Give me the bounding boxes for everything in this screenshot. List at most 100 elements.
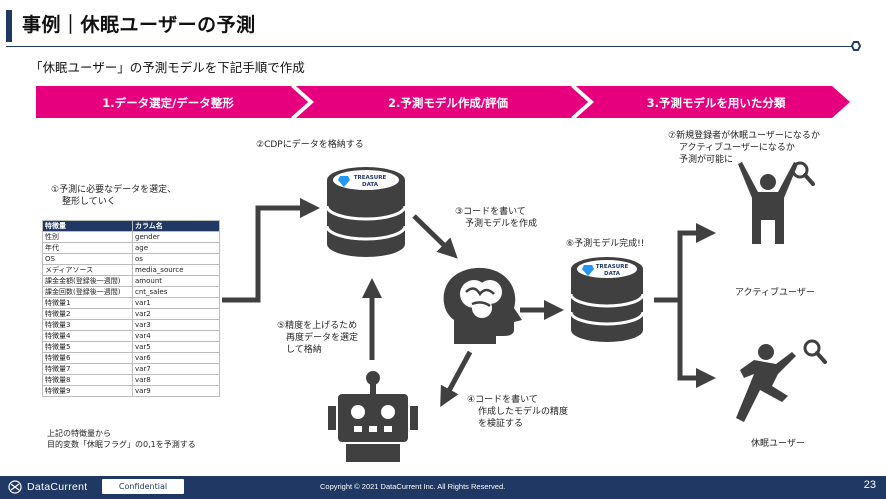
brand-logo: DataCurrent bbox=[8, 480, 88, 494]
database-icon-cdp: TREASURE DATA bbox=[325, 167, 407, 257]
arrow-table-to-cdp bbox=[222, 198, 320, 303]
step-chevron-2 bbox=[296, 86, 590, 118]
label-cdp: ②CDPにデータを格納する bbox=[256, 140, 364, 150]
label-code2-1: ④コードを書いて bbox=[467, 395, 538, 405]
footer-bar bbox=[0, 476, 886, 499]
table-cell-feature: 特徴量8 bbox=[42, 373, 133, 386]
db-label-line1: TREASURE bbox=[596, 264, 629, 270]
label-code2-3: を検証する bbox=[478, 419, 524, 429]
label-classify-2: アクティブユーザーになるか bbox=[679, 143, 795, 153]
label-model-done: ⑥予測モデル完成!! bbox=[566, 239, 645, 249]
label-dormant-user: 休眠ユーザー bbox=[751, 439, 805, 449]
brain-head-icon bbox=[443, 267, 522, 344]
db-label-line1: TREASURE bbox=[354, 175, 387, 181]
label-accuracy-2: 再度データを選定 bbox=[286, 333, 359, 343]
label-select-1: ①予測に必要なデータを選定、 bbox=[51, 185, 177, 195]
table-cell-column: var3 bbox=[132, 318, 220, 331]
table-cell-feature: 特徴量6 bbox=[42, 351, 133, 364]
table-header-column: カラム名 bbox=[132, 220, 220, 232]
table-cell-feature: 特徴量4 bbox=[42, 329, 133, 342]
db-label-line2: DATA bbox=[362, 182, 379, 188]
database-icon-model: TREASURE DATA bbox=[569, 257, 645, 342]
page-number: 23 bbox=[863, 479, 876, 491]
arrow-model-to-active bbox=[654, 223, 716, 303]
table-cell-column: media_source bbox=[132, 263, 220, 276]
table-cell-column: var6 bbox=[132, 351, 220, 364]
label-accuracy-3: して格納 bbox=[286, 345, 322, 355]
step-label-3: 3.予測モデルを用いた分類 bbox=[647, 96, 786, 110]
table-cell-feature: 課金金額(登録後一週間) bbox=[42, 274, 133, 287]
table-cell-feature: OS bbox=[42, 253, 133, 265]
table-cell-column: cnt_sales bbox=[132, 285, 220, 298]
db-label-line2: DATA bbox=[604, 271, 621, 277]
table-cell-column: amount bbox=[132, 274, 220, 287]
dormant-user-icon bbox=[736, 339, 827, 422]
label-accuracy-1: ⑤精度を上げるため bbox=[277, 321, 358, 331]
table-cell-column: var7 bbox=[132, 362, 220, 375]
page-title: 事例｜休眠ユーザーの予測 bbox=[22, 14, 256, 36]
table-row: 課金回数(登録後一週間)cnt_sales bbox=[42, 285, 220, 298]
step-chevron-3 bbox=[576, 86, 850, 118]
copyright-text: Copyright © 2021 DataCurrent Inc. All Ri… bbox=[320, 482, 506, 491]
label-code1-2: 予測モデルを作成 bbox=[465, 219, 538, 229]
table-cell-column: os bbox=[132, 253, 220, 265]
table-cell-column: var5 bbox=[132, 340, 220, 353]
table-header-row: 特徴量 カラム名 bbox=[42, 220, 220, 232]
table-header-feature: 特徴量 bbox=[42, 220, 133, 232]
table-cell-feature: 特徴量5 bbox=[42, 340, 133, 353]
table-cell-feature: 特徴量1 bbox=[42, 296, 133, 309]
confidential-badge: Confidential bbox=[102, 479, 184, 494]
label-active-user: アクティブユーザー bbox=[735, 288, 815, 298]
hexagon-icon-inner bbox=[853, 43, 859, 49]
table-cell-feature: 年代 bbox=[42, 242, 133, 254]
table-cell-feature: 特徴量9 bbox=[42, 384, 133, 397]
title-divider bbox=[6, 46, 854, 47]
table-cell-feature: 特徴量7 bbox=[42, 362, 133, 375]
label-select-2: 整形していく bbox=[62, 197, 116, 207]
treasure-data-logo-icon bbox=[338, 176, 350, 187]
table-cell-feature: 特徴量3 bbox=[42, 318, 133, 331]
table-cell-column: age bbox=[132, 242, 220, 254]
step-label-2: 2.予測モデル作成/評価 bbox=[388, 96, 509, 110]
arrow-model-to-dormant bbox=[677, 300, 716, 388]
subtitle: 「休眠ユーザー」の予測モデルを下記手順で作成 bbox=[30, 60, 305, 75]
brand-name: DataCurrent bbox=[27, 481, 88, 493]
table-cell-column: var2 bbox=[132, 307, 220, 320]
arrow-cdp-to-brain bbox=[412, 214, 458, 259]
table-cell-column: var8 bbox=[132, 373, 220, 386]
label-code2-2: 作成したモデルの精度 bbox=[478, 407, 569, 417]
treasure-data-logo-icon bbox=[582, 265, 594, 276]
table-cell-feature: メディアソース bbox=[42, 263, 133, 276]
title-accent-bar bbox=[6, 10, 12, 42]
arrow-brain-to-robot bbox=[440, 350, 473, 408]
label-predict-1: 上記の特徴量から bbox=[47, 429, 111, 438]
label-predict-2: 目的変数「休眠フラグ」の0,1を予測する bbox=[47, 440, 196, 449]
label-code1-1: ③コードを書いて bbox=[455, 207, 526, 217]
table-cell-column: var4 bbox=[132, 329, 220, 342]
step-label-1: 1.データ選定/データ整形 bbox=[102, 96, 234, 110]
table-row: 課金金額(登録後一週間)amount bbox=[42, 274, 220, 287]
active-user-icon bbox=[738, 161, 815, 244]
table-cell-column: var9 bbox=[132, 384, 220, 397]
robot-icon bbox=[328, 371, 418, 462]
table-cell-feature: 課金回数(登録後一週間) bbox=[42, 285, 133, 298]
step-chevron-1 bbox=[36, 86, 310, 118]
label-classify-3: 予測が可能に bbox=[679, 155, 734, 165]
table-cell-column: var1 bbox=[132, 296, 220, 309]
step-chevrons: 1.データ選定/データ整形 2.予測モデル作成/評価 3.予測モデルを用いた分類 bbox=[36, 86, 850, 118]
